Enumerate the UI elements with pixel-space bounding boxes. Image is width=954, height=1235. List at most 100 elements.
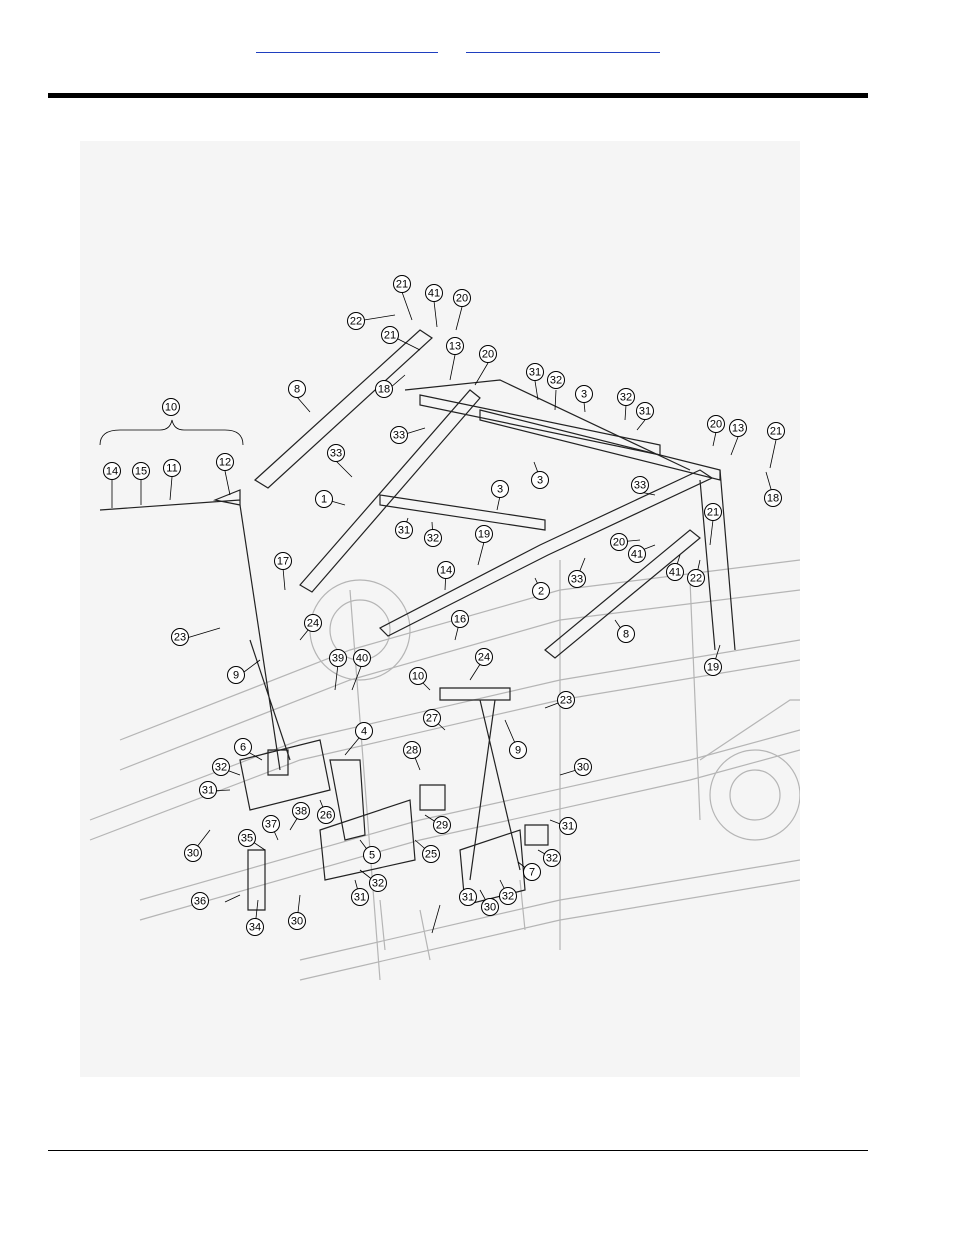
callout-circle [617,388,635,406]
callout-number: 17 [277,556,289,568]
callout-circle [479,345,497,363]
callout-number: 24 [478,652,490,664]
callout-circle [575,385,593,403]
callout-circle [481,898,499,916]
callout-circle [499,887,517,905]
callout-number: 20 [710,419,722,431]
callout-number: 3 [497,484,503,496]
callout-circle [574,758,592,776]
callout-circle [568,570,586,588]
callout-circle [475,525,493,543]
callout-31: 19 [475,525,493,543]
callout-number: 41 [631,549,643,561]
callout-number: 18 [378,384,390,396]
callout-number: 1 [321,494,327,506]
callout-circle [162,398,180,416]
callout-circle [238,829,256,847]
callout-circle [381,326,399,344]
callout-12: 3 [575,385,593,403]
callout-59: 31 [199,781,217,799]
callout-number: 7 [529,867,535,879]
callout-number: 31 [398,525,410,537]
callout-44: 8 [617,625,635,643]
callout-38: 33 [568,570,586,588]
callout-8: 18 [375,380,393,398]
callout-number: 31 [462,892,474,904]
callout-number: 21 [707,507,719,519]
callout-circle [767,422,785,440]
callout-74: 32 [499,887,517,905]
callout-61: 26 [317,806,335,824]
callout-circle [509,741,527,759]
callout-number: 25 [425,849,437,861]
callout-number: 33 [393,430,405,442]
callout-18: 21 [767,422,785,440]
callout-circle [199,781,217,799]
callout-11: 32 [547,371,565,389]
callout-number: 27 [426,713,438,725]
callout-number: 32 [620,392,632,404]
callout-circle [369,874,387,892]
callout-26: 11 [163,459,181,477]
callout-circle [393,275,411,293]
callout-circle [363,846,381,864]
callout-number: 40 [356,653,368,665]
callout-number: 33 [571,574,583,586]
callout-number: 41 [669,567,681,579]
callout-66: 35 [238,829,256,847]
callout-number: 8 [623,629,629,641]
header-link-1[interactable] [256,40,438,53]
callout-10: 31 [526,363,544,381]
callout-circle [347,312,365,330]
callout-circle [288,912,306,930]
callout-circle [403,741,421,759]
callout-number: 14 [106,466,118,478]
callout-circle [707,415,725,433]
bracket-label: 10 [165,402,177,414]
callout-20: 18 [764,489,782,507]
callout-number: 18 [767,493,779,505]
callout-circle [451,610,469,628]
callout-number: 12 [219,457,231,469]
callout-circle [704,503,722,521]
callout-circle [132,462,150,480]
callout-42: 23 [171,628,189,646]
callout-number: 32 [546,853,558,865]
callout-number: 32 [502,891,514,903]
callout-72: 36 [191,892,209,910]
callout-65: 30 [184,844,202,862]
callout-circle [424,529,442,547]
callout-number: 4 [361,726,367,738]
header-link-2[interactable] [466,40,660,53]
callout-circle [227,666,245,684]
callout-circle [459,888,477,906]
callout-circle [191,892,209,910]
callout-number: 37 [265,819,277,831]
callout-number: 32 [550,375,562,387]
callout-number: 3 [537,475,543,487]
callout-number: 23 [560,695,572,707]
callout-39: 17 [274,552,292,570]
callout-circle [351,888,369,906]
callout-43: 24 [304,614,322,632]
callout-number: 34 [249,922,261,934]
callout-number: 20 [456,293,468,305]
callout-15: 33 [390,426,408,444]
callout-number: 32 [427,533,439,545]
callout-32: 20 [610,533,628,551]
callout-circle [184,844,202,862]
callout-70: 7 [523,863,541,881]
callout-number: 8 [294,384,300,396]
callout-69: 32 [369,874,387,892]
callout-4: 22 [347,312,365,330]
callout-number: 13 [732,423,744,435]
callout-circle [704,658,722,676]
callout-58: 30 [574,758,592,776]
callout-number: 6 [240,742,246,754]
callout-30: 32 [424,529,442,547]
ghost-frame [89,559,801,981]
callout-45: 9 [227,666,245,684]
callout-number: 31 [562,821,574,833]
callout-circle [355,722,373,740]
